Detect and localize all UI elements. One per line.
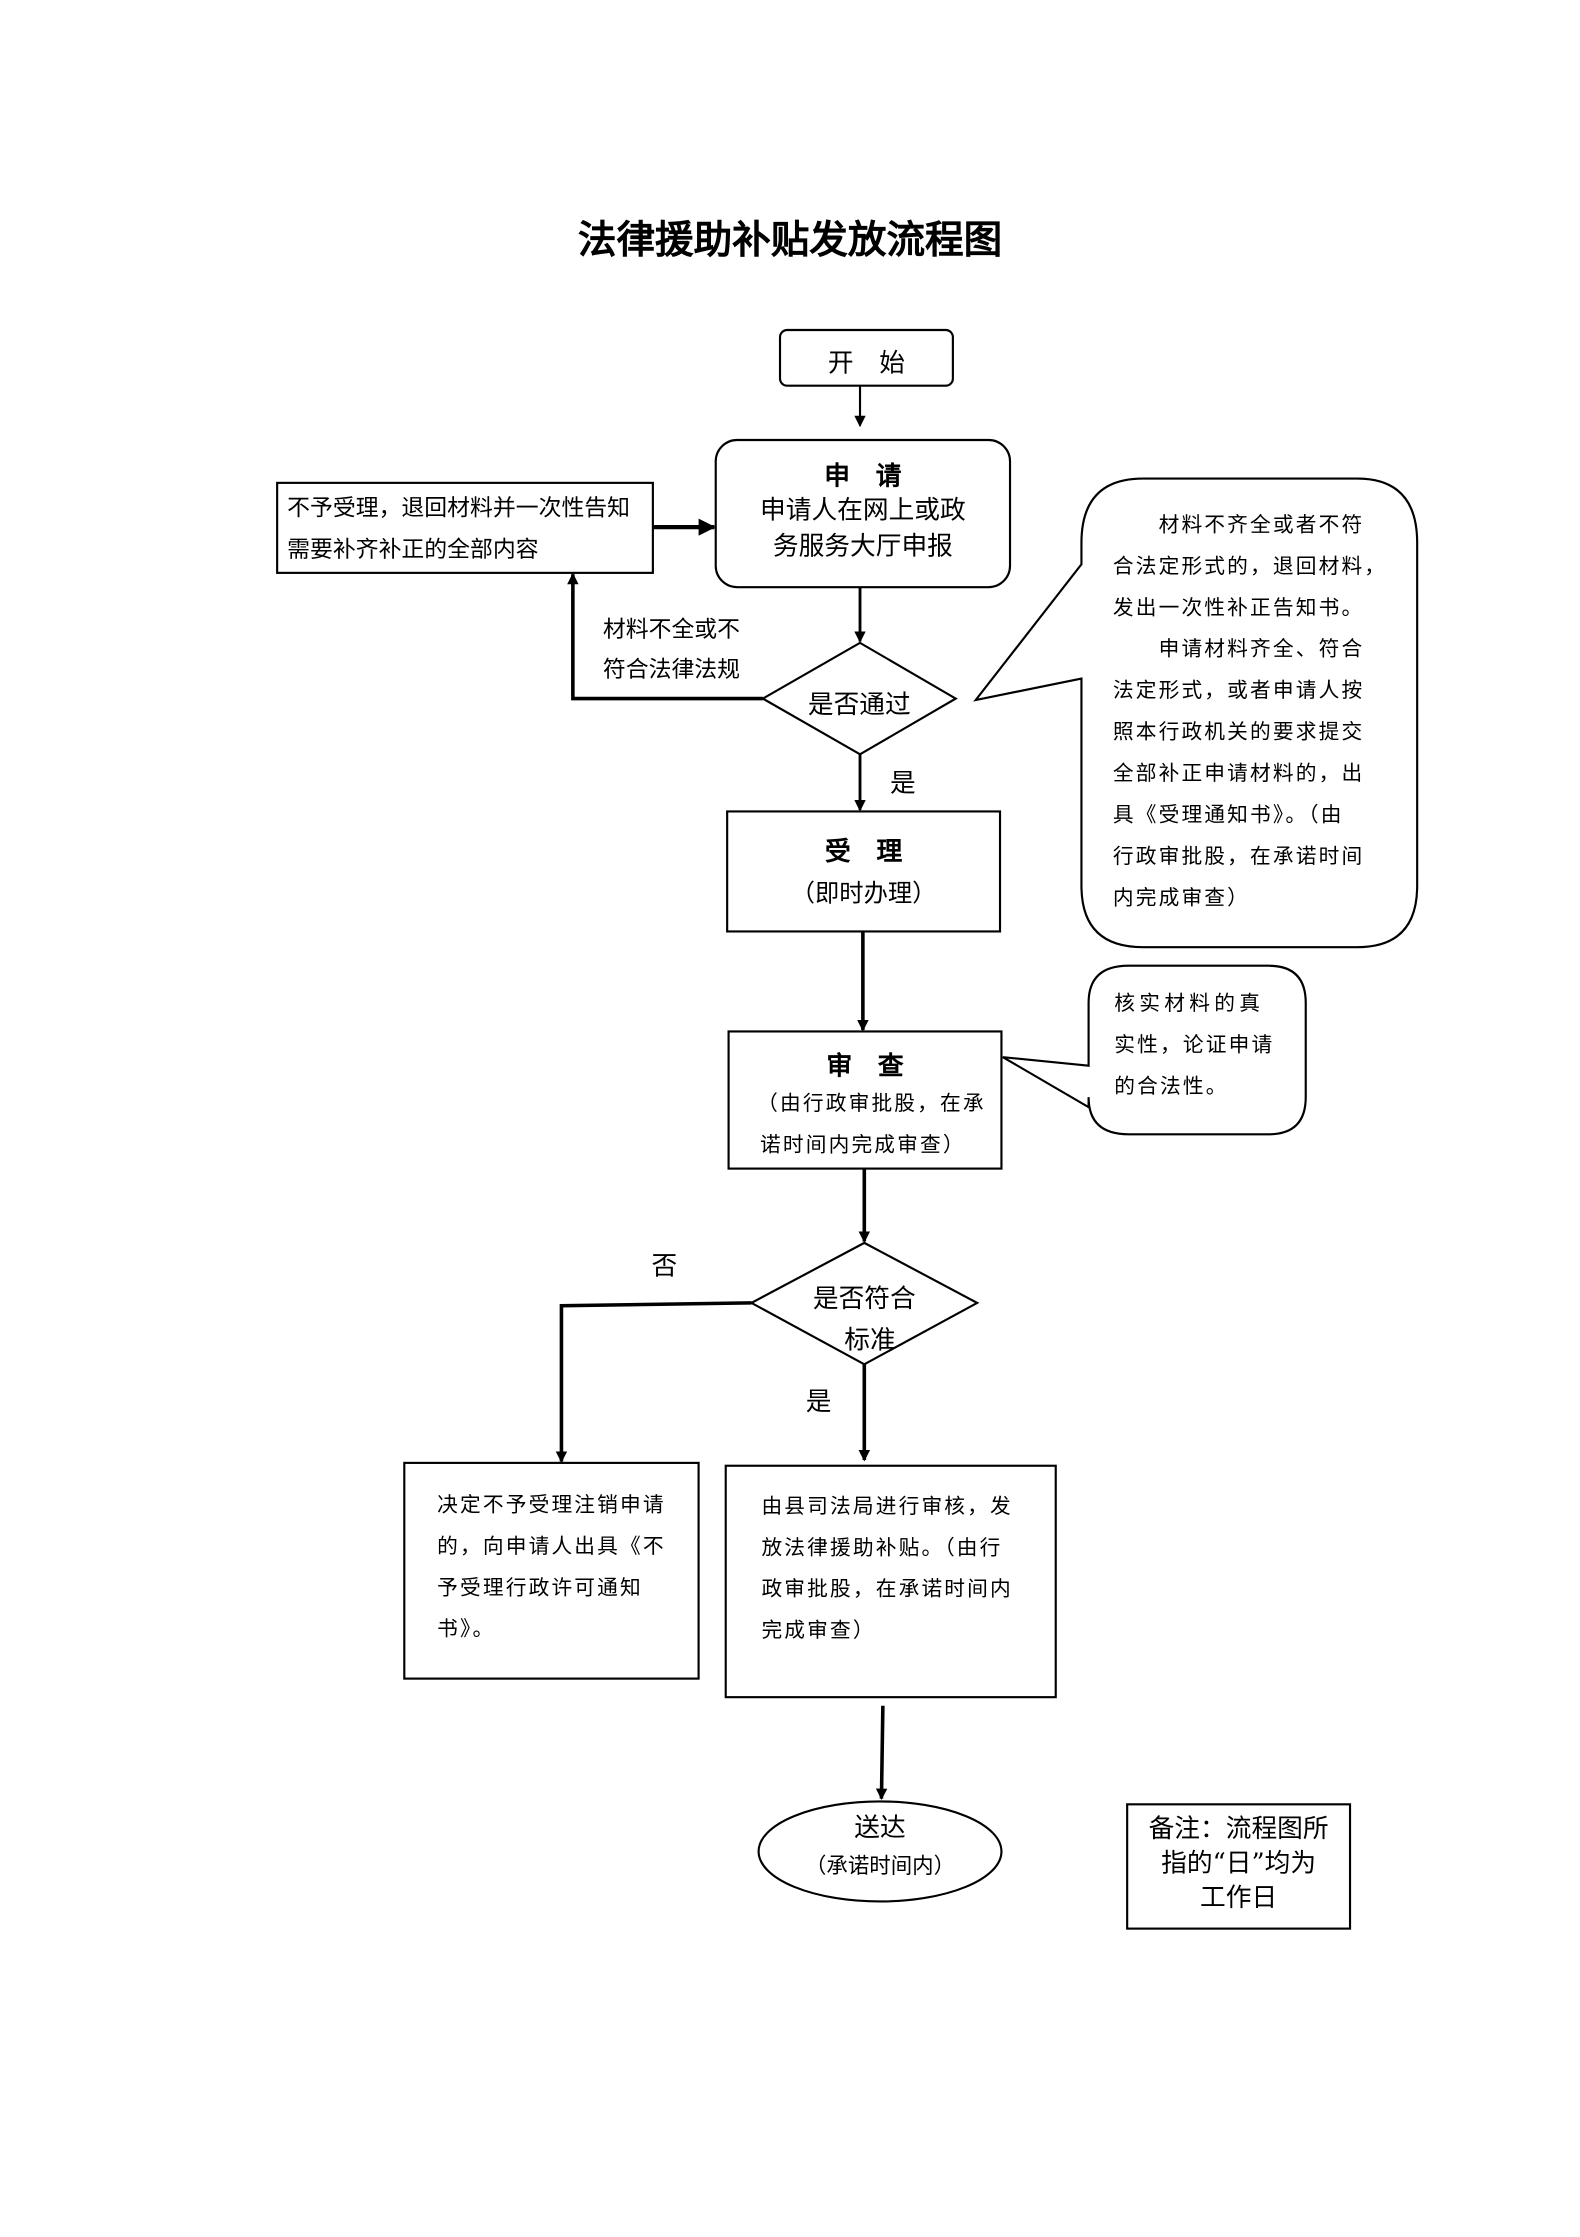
arrow-decision-deny: [555, 1301, 752, 1463]
review-title: 审 查: [826, 1051, 904, 1082]
callout-line: 照本行政机关的要求提交: [1112, 721, 1365, 745]
arrow-grant-deliver: [875, 1705, 888, 1801]
note-text: 备注：流程图所 指的“日”均为 工作日: [1127, 1813, 1350, 1916]
grant-line: 完成审查）: [761, 1620, 876, 1643]
decision-pass-label: 是否通过: [807, 690, 911, 721]
grant-line: 政审批股，在承诺时间内: [761, 1578, 1013, 1602]
reject-line-1: 不予受理，退回材料并一次性告知: [287, 494, 631, 522]
review-line-1: （由行政审批股，在承: [757, 1092, 986, 1116]
deliver-node: [757, 1800, 1003, 1903]
grant-line: 由县司法局进行审核，发: [761, 1495, 1013, 1519]
note-line: 备注：流程图所: [1148, 1814, 1329, 1845]
note-line: 指的“日”均为: [1161, 1848, 1317, 1879]
note-box: [1126, 1803, 1352, 1930]
callout-line: 法定形式，或者申请人按: [1112, 680, 1365, 703]
callout-line: 内完成审查）: [1112, 887, 1251, 911]
review-line-2: 诺时间内完成审查）: [760, 1134, 966, 1158]
callout-line: 的合法性。: [1114, 1075, 1229, 1099]
callout-line: 材料不齐全或者不符: [1112, 514, 1365, 538]
deny-node: [403, 1461, 700, 1680]
deny-line: 书》。: [437, 1618, 496, 1642]
yes-label-2: 是: [805, 1387, 832, 1418]
decision-standard-line-1: 是否符合: [812, 1284, 916, 1315]
grant-text: 由县司法局进行审核，发 放法律援助补贴。（由行 政审批股，在承诺时间内 完成审查…: [761, 1487, 1012, 1653]
accept-title: 受 理: [825, 837, 903, 868]
no-label-2: 否: [651, 1251, 678, 1282]
apply-node: [714, 438, 1012, 589]
grant-node: [724, 1464, 1057, 1699]
callout-line: 合法定形式的，退回材料，: [1112, 555, 1388, 579]
callout-big: [973, 477, 1419, 949]
accept-sub: （即时办理）: [790, 880, 937, 909]
yes-label-1: 是: [890, 768, 916, 799]
callout-line: 申请材料齐全、符合: [1112, 638, 1365, 662]
deny-text: 决定不予受理注销申请 的，向申请人出具《不 予受理行政许可通知 书》。: [437, 1486, 666, 1652]
deny-line: 的，向申请人出具《不: [437, 1535, 666, 1559]
grant-line: 放法律援助补贴。（由行: [761, 1537, 1003, 1561]
callout-small-text: 核实材料的真 实性，论证申请 的合法性。: [1114, 984, 1274, 1108]
deliver-sub: （承诺时间内）: [804, 1852, 956, 1879]
start-label: 开 始: [827, 348, 906, 379]
apply-line-2: 务服务大厅申报: [772, 531, 953, 562]
callout-line: 实性，论证申请: [1114, 1034, 1275, 1058]
apply-title: 申 请: [824, 461, 902, 492]
deny-line: 决定不予受理注销申请: [437, 1494, 666, 1518]
callout-line: 行政审批股，在承诺时间: [1112, 845, 1365, 869]
callout-line: 全部补正申请材料的，出: [1112, 762, 1365, 786]
apply-line-1: 申请人在网上或政: [760, 495, 966, 526]
deliver-label: 送达: [854, 1812, 906, 1843]
no-pass-label-2: 符合法律法规: [602, 655, 741, 683]
start-node: [778, 328, 954, 387]
accept-node: [726, 810, 1002, 933]
callout-line: 具《受理通知书》。（由: [1112, 804, 1344, 828]
callout-small: [1002, 964, 1307, 1136]
callout-line: 核实材料的真: [1114, 992, 1265, 1016]
note-line: 工作日: [1200, 1882, 1278, 1913]
arrow-decision-reject: [567, 572, 763, 701]
no-pass-label-1: 材料不全或不: [602, 615, 741, 643]
page-title: 法律援助补贴发放流程图: [577, 218, 1003, 263]
callout-line: 发出一次性补正告知书。: [1112, 597, 1365, 621]
deny-line: 予受理行政许可通知: [437, 1577, 643, 1601]
decision-standard-line-2: 标准: [844, 1325, 896, 1356]
reject-line-2: 需要补齐补正的全部内容: [287, 535, 539, 563]
callout-big-text: 材料不齐全或者不符 合法定形式的，退回材料， 发出一次性补正告知书。 申请材料齐…: [1113, 506, 1387, 920]
